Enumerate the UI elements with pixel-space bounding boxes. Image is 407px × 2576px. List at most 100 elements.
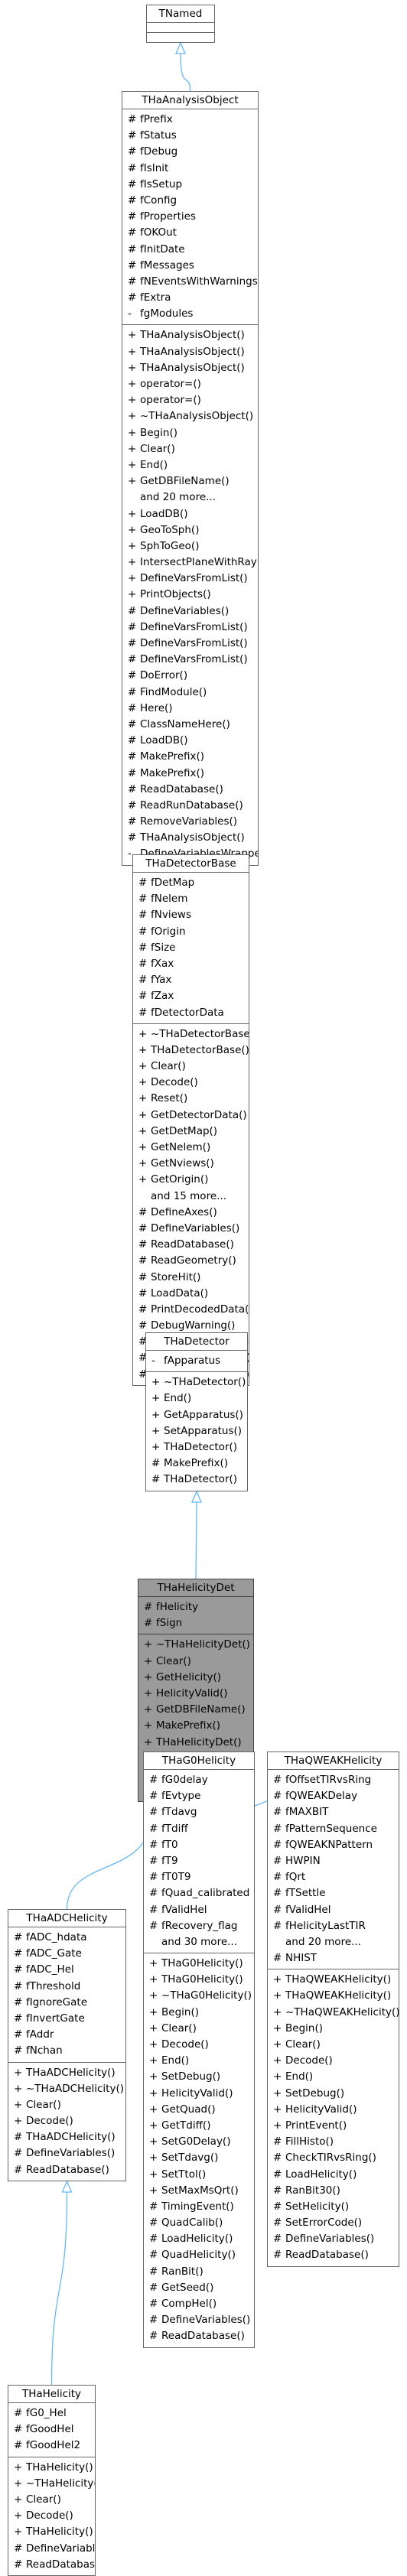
method-row: +THaHelicity() xyxy=(8,2460,95,2476)
inheritance-arrowhead xyxy=(175,41,186,54)
method-name: LoadDB() xyxy=(140,507,188,520)
method-row: +End() xyxy=(144,2053,254,2069)
attribute-row: #fSize xyxy=(133,940,249,956)
attribute-row: #fTdiff xyxy=(144,1821,254,1837)
attribute-row: #fT0T9 xyxy=(144,1869,254,1885)
visibility-marker: + xyxy=(128,345,137,358)
attribute-name: fQuad_calibrated xyxy=(161,1887,250,1900)
visibility-marker: # xyxy=(138,957,148,970)
visibility-marker: + xyxy=(149,2119,158,2132)
class-title: THaQWEAKHelicity xyxy=(268,1752,399,1770)
visibility-marker: # xyxy=(273,1854,282,1867)
visibility-marker: # xyxy=(138,1286,148,1299)
method-name: THaHelicity() xyxy=(26,2461,93,2474)
method-name: ~THaG0Helicity() xyxy=(161,1989,252,2002)
attribute-row: and 20 more... xyxy=(268,1934,399,1950)
attribute-row: #fG0delay xyxy=(144,1772,254,1788)
attribute-row: #fXax xyxy=(133,956,249,972)
class-methods: +THaAnalysisObject()+THaAnalysisObject()… xyxy=(122,325,258,864)
method-name: THaAnalysisObject() xyxy=(140,831,245,844)
visibility-marker: # xyxy=(273,1903,282,1916)
attribute-row: #fThreshold xyxy=(8,1979,125,1995)
class-box-thaqweakhelicity[interactable]: THaQWEAKHelicity#fOffsetTIRvsRing#fQWEAK… xyxy=(267,1751,399,2267)
method-row: +PrintEvent() xyxy=(268,2118,399,2134)
method-row: +SetG0Delay() xyxy=(144,2134,254,2150)
method-name: ~THaDetectorBase() xyxy=(151,1027,249,1040)
visibility-marker: + xyxy=(128,361,137,374)
visibility-marker: # xyxy=(149,2298,158,2310)
method-name: GetQuad() xyxy=(161,2103,216,2116)
visibility-marker: # xyxy=(151,1473,161,1486)
method-name: DefineVarsFromList() xyxy=(140,637,248,649)
attribute-name: fT9 xyxy=(161,1854,178,1867)
attribute-name: fValidHel xyxy=(161,1903,207,1916)
method-row: +Decode() xyxy=(133,1075,249,1091)
attribute-row: #fQuad_calibrated xyxy=(144,1885,254,1901)
method-row: +~THaHelicity() xyxy=(8,2476,95,2492)
visibility-marker: + xyxy=(151,1424,161,1437)
visibility-marker: + xyxy=(149,2070,158,2083)
method-name: SetDebug() xyxy=(285,2086,345,2100)
class-methods: +THaADCHelicity()+~THaADCHelicity()+Clea… xyxy=(8,2063,125,2181)
visibility-marker: # xyxy=(138,1270,148,1283)
method-row: +SetMaxMsQrt() xyxy=(144,2183,254,2199)
visibility-marker: # xyxy=(128,242,137,255)
method-row: #THaAnalysisObject() xyxy=(122,830,258,846)
class-title: THaDetectorBase xyxy=(133,855,249,873)
attribute-row: -fApparatus xyxy=(146,1353,247,1369)
method-name: THaDetector() xyxy=(164,1440,238,1453)
method-name: THaHelicity() xyxy=(26,2526,93,2539)
method-name: THaG0Helicity() xyxy=(161,1973,243,1986)
class-box-tnamed[interactable]: TNamed xyxy=(146,5,215,43)
attribute-row: #fInvertGate xyxy=(8,2011,125,2027)
method-row: #LoadData() xyxy=(133,1286,249,1302)
attribute-name: fTdiff xyxy=(161,1822,188,1835)
method-row: #SetHelicity() xyxy=(268,2199,399,2215)
attribute-row: #fQrt xyxy=(268,1869,399,1885)
method-row: #THaADCHelicity() xyxy=(8,2129,125,2145)
method-name: Clear() xyxy=(26,2493,61,2506)
attribute-name: fNchan xyxy=(26,2044,63,2057)
method-name: Reset() xyxy=(151,1092,188,1105)
attribute-name: fAddr xyxy=(26,2028,54,2041)
attribute-name: fIgnoreGate xyxy=(26,1995,88,2008)
class-box-thag0helicity[interactable]: THaG0Helicity#fG0delay#fEvtype#fTdavg#fT… xyxy=(143,1751,255,2348)
method-row: #ReadDatabase() xyxy=(268,2247,399,2263)
attribute-row: #fHelicity xyxy=(138,1599,253,1615)
method-name: DebugWarning() xyxy=(151,1319,236,1332)
class-box-thaanalysisobject[interactable]: THaAnalysisObject#fPrefix#fStatus#fDebug… xyxy=(122,91,259,866)
visibility-marker: # xyxy=(138,1006,148,1019)
attribute-row: #fSign xyxy=(138,1615,253,1631)
method-name: SetTdavg() xyxy=(161,2152,219,2165)
method-row: #THaDetector() xyxy=(146,1472,247,1488)
class-box-thadetector[interactable]: THaDetector-fApparatus+~THaDetector()+En… xyxy=(145,1332,248,1491)
method-name: RanBit30() xyxy=(285,2184,340,2197)
method-row: +DefineVarsFromList() xyxy=(122,571,258,587)
method-name: DefineVariables() xyxy=(26,2542,95,2555)
method-name: DefineAxes() xyxy=(151,1205,217,1218)
attribute-row: #fDetMap xyxy=(133,875,249,891)
attribute-row: #fADC_Hel xyxy=(8,1962,125,1978)
visibility-marker: # xyxy=(128,782,137,795)
visibility-marker: # xyxy=(138,1254,148,1267)
method-row: +SetTtol() xyxy=(144,2167,254,2183)
class-box-thaadchelicity[interactable]: THaADCHelicity#fADC_hdata#fADC_Gate#fADC… xyxy=(8,1909,126,2181)
visibility-marker: # xyxy=(149,2233,158,2246)
visibility-marker: # xyxy=(138,974,148,987)
visibility-marker: + xyxy=(14,2526,23,2539)
visibility-marker: + xyxy=(149,2038,158,2051)
class-attributes: #fOffsetTIRvsRing#fQWEAKDelay#fMAXBIT#fP… xyxy=(268,1770,399,1970)
method-row: #DefineVarsFromList() xyxy=(122,636,258,652)
method-row: +End() xyxy=(268,2069,399,2085)
method-row: #DefineAxes() xyxy=(133,1205,249,1221)
attribute-row: #fPrefix xyxy=(122,112,258,128)
visibility-marker: + xyxy=(138,1060,148,1073)
method-row: #SetErrorCode() xyxy=(268,2215,399,2231)
visibility-marker: + xyxy=(151,1376,161,1389)
class-box-thadetectorbase[interactable]: THaDetectorBase#fDetMap#fNelem#fNviews#f… xyxy=(132,854,249,1386)
method-name: CheckTIRvsRing() xyxy=(285,2152,376,2165)
visibility-marker: # xyxy=(14,2044,23,2057)
method-row: +GetDetectorData() xyxy=(133,1107,249,1124)
class-box-thahelicity[interactable]: THaHelicity#fG0_Hel#fGoodHel#fGoodHel2+T… xyxy=(8,2385,96,2576)
attribute-name: fQWEAKNPattern xyxy=(285,1838,373,1851)
